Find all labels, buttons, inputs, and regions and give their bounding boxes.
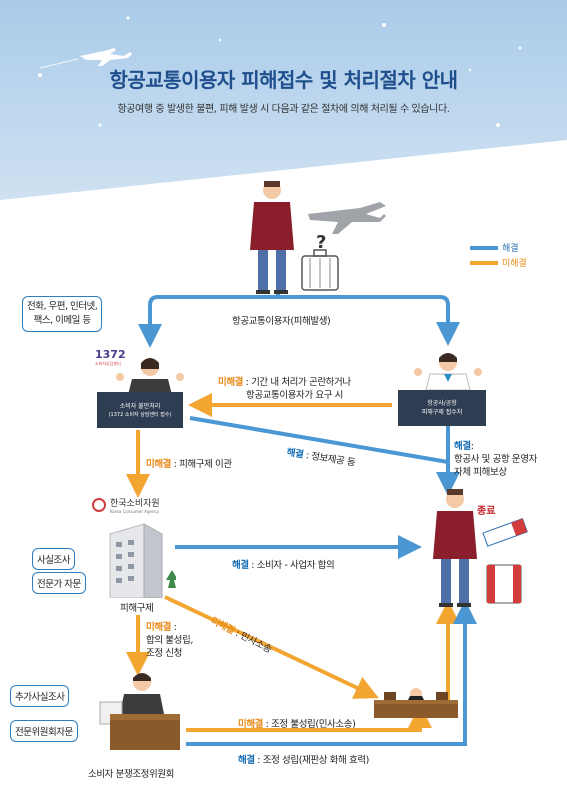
relief-label: 피해구제 <box>120 603 154 614</box>
legend-unresolved-label: 미해결 <box>502 259 527 269</box>
edge-kca-to-committee-status: 미해결 <box>146 622 172 633</box>
edge-airline-to-center-text2: 항공교통이용자가 요구 시 <box>246 390 343 401</box>
edge-committee-to-court-label: 미해결 : 조정 불성립(민사소송) <box>238 719 356 730</box>
edge-center-to-kca-text: 피해구제 이관 <box>179 459 232 470</box>
arrow-committee-to-court <box>186 704 432 732</box>
center-desk-line2: (1372 소비자 상담센터 접수) <box>108 412 172 418</box>
edge-airline-resolve-status: 해결 <box>454 441 471 452</box>
page-subtitle: 항공여행 중 발생한 불편, 피해 발생 시 다음과 같은 절차에 의해 처리될… <box>117 104 450 115</box>
kca-name: 한국소비자원 <box>110 499 160 509</box>
airline-desk-line1: 항공사/공항 <box>427 400 457 407</box>
arrow-user-to-airline <box>148 295 460 346</box>
legend-unresolved-swatch <box>470 260 498 265</box>
star-icons <box>38 16 522 127</box>
kca-en: Korea Consumer Agency <box>110 509 160 514</box>
edge-airline-to-center-text1: 기간 내 처리가 곤란하거나 <box>251 377 351 388</box>
channels-box: 전화, 우편, 인터넷, 팩스, 이메일 등 <box>22 296 103 332</box>
logo-1372-number: 1372 <box>95 348 126 361</box>
edge-kca-to-committee-text2: 조정 신청 <box>146 648 182 659</box>
edge-kca-to-committee-label: 미해결 : 합의 불성립, 조정 신청 <box>146 622 193 659</box>
court-bench-icon <box>374 688 458 718</box>
committee-advice-box: 전문위원회자문 <box>10 720 78 742</box>
edge-airline-resolve-text1: 항공사 및 공항 운영자 <box>454 454 537 465</box>
edge-kca-resolve-status: 해결 <box>232 560 249 571</box>
logo-1372-sub: 소비자상담센터 <box>95 361 121 366</box>
airline-desk-line2: 피해구제 접수처 <box>421 409 463 416</box>
expert-advice-box: 전문가 자문 <box>32 572 86 594</box>
edge-kca-to-committee-text1: 합의 불성립, <box>146 635 193 646</box>
center-desk-line1: 소비자 불만처리 <box>119 403 161 410</box>
arrow-kca-to-court <box>164 595 379 699</box>
edge-kca-resolve-text: 소비자 - 사업자 합의 <box>256 560 335 571</box>
committee-icon <box>99 673 180 750</box>
edge-center-to-airline-status: 해결 <box>285 447 305 461</box>
fact-check-box: 사실조사 <box>32 548 75 570</box>
center-desk: 소비자 불만처리 (1372 소비자 상담센터 접수) <box>97 392 183 428</box>
committee-label: 소비자 분쟁조정위원회 <box>88 769 175 780</box>
add-fact-check-box: 추가사실조사 <box>10 685 70 707</box>
kca-building-icon <box>109 523 176 598</box>
airline-agent-icon <box>414 353 482 390</box>
edge-committee-resolve-label: 해결 : 조정 성립(재판상 화해 효력) <box>238 755 370 766</box>
edge-committee-to-court-text: 조정 불성립(민사소송) <box>271 719 356 730</box>
edge-committee-resolve-status: 해결 <box>238 755 255 766</box>
user-label: 항공교통이용자(피해발생) <box>232 316 331 327</box>
airplane-icon <box>39 48 132 69</box>
edge-airline-to-center-status: 미해결 <box>218 377 244 388</box>
edge-committee-to-court-status: 미해결 <box>238 719 264 730</box>
edge-airline-resolve-text2: 자체 피해보상 <box>454 467 507 478</box>
user-figure-icon: ? <box>250 181 386 294</box>
edge-center-to-kca-status: 미해결 <box>146 459 172 470</box>
arrow-center-to-airline <box>189 416 449 464</box>
kca-logo-icon <box>92 498 106 512</box>
edge-committee-resolve-text: 조정 성립(재판상 화해 효력) <box>262 755 370 766</box>
edge-airline-to-center-label: 미해결 : 기간 내 처리가 곤란하거나 항공교통이용자가 요구 시 <box>218 377 351 401</box>
arrow-committee-to-end <box>186 600 477 746</box>
end-figure-icon <box>433 489 528 607</box>
legend-resolved: 해결 <box>470 241 519 254</box>
legend-resolved-swatch <box>470 245 498 250</box>
center-agent-icon <box>116 358 184 395</box>
end-label: 종료 <box>477 506 496 517</box>
edge-center-to-kca-label: 미해결 : 피해구제 이관 <box>146 459 232 470</box>
svg-text:?: ? <box>316 232 326 253</box>
logo-1372: 1372 소비자상담센터 <box>95 348 126 367</box>
sky-banner <box>0 0 567 200</box>
airline-desk: 항공사/공항 피해구제 접수처 <box>398 390 486 426</box>
legend-unresolved: 미해결 <box>470 256 527 269</box>
edge-airline-resolve-label: 해결: 항공사 및 공항 운영자 자체 피해보상 <box>454 441 537 478</box>
legend-resolved-label: 해결 <box>502 244 519 254</box>
page-title: 항공교통이용자 피해접수 및 처리절차 안내 <box>109 68 458 92</box>
edge-kca-resolve-label: 해결 : 소비자 - 사업자 합의 <box>232 560 335 571</box>
kca-logo: 한국소비자원 Korea Consumer Agency <box>92 496 160 514</box>
